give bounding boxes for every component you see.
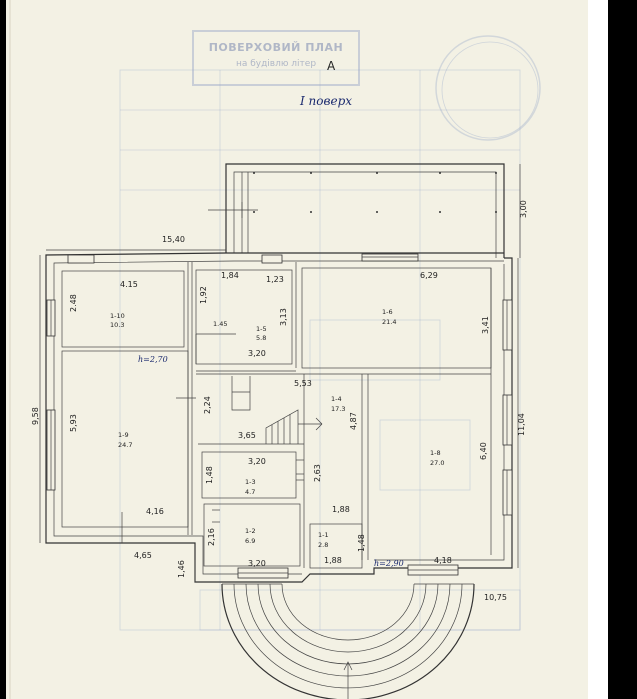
stamp-title: ПОВЕРХОВИЙ ПЛАН	[208, 41, 344, 54]
dim-4-18: 4,18	[434, 556, 452, 565]
paper-margin	[588, 0, 608, 699]
dim-5-53: 5,53	[294, 379, 312, 388]
dimension-lines	[39, 164, 521, 582]
room-1-4: 1-4 17.3	[331, 395, 345, 413]
floor-title: I поверх	[300, 94, 353, 108]
dim-3-65: 3,65	[238, 431, 256, 440]
interior-walls	[61, 262, 492, 569]
svg-text:17.3: 17.3	[331, 405, 345, 413]
dim-4-65: 4,65	[134, 551, 152, 560]
dim-bottom-right: 10,75	[484, 593, 507, 602]
dim-3-20-mid: 3,20	[248, 457, 266, 466]
room-1-2: 1-2 6.9	[245, 527, 256, 545]
semicircular-porch	[221, 583, 475, 699]
dim-terrace-depth: 3,00	[519, 200, 528, 218]
svg-text:2.8: 2.8	[318, 541, 328, 549]
outer-walls	[45, 252, 513, 583]
svg-text:6.9: 6.9	[245, 537, 255, 545]
dim-1-88-bottom: 1,88	[324, 556, 342, 565]
svg-text:5.8: 5.8	[256, 334, 266, 342]
dim-overall-width: 15,40	[162, 235, 185, 244]
dim-3-41: 3,41	[481, 316, 490, 334]
dim-4-15: 4.15	[120, 280, 138, 289]
room-1-5: 1-5 5.8	[256, 325, 267, 342]
dim-2-48: 2.48	[69, 294, 78, 312]
svg-text:27.0: 27.0	[430, 459, 444, 467]
svg-text:1-5: 1-5	[256, 325, 267, 333]
svg-text:1-10: 1-10	[110, 312, 125, 320]
dim-3-13: 3,13	[279, 308, 288, 326]
room-1-8: 1-8 27.0	[430, 449, 444, 467]
room-1-6: 1-6 21.4	[382, 308, 396, 326]
ceiling-height-left: h=2,70	[138, 355, 168, 364]
dim-2-63: 2,63	[313, 464, 322, 482]
dim-1-23: 1,23	[266, 275, 284, 284]
dim-left-height: 9,58	[31, 407, 40, 425]
dim-6-40: 6,40	[479, 442, 488, 460]
dim-3-20-top: 3,20	[248, 349, 266, 358]
stamp-subtitle: на будівлю літер	[235, 59, 317, 69]
svg-text:1-1: 1-1	[318, 531, 329, 539]
ceiling-height-right: h=2,90	[374, 559, 404, 568]
svg-text:1-4: 1-4	[331, 395, 342, 403]
dim-1-84: 1,84	[221, 271, 239, 280]
dim-right-height: 11,04	[517, 413, 526, 436]
faint-seal	[435, 35, 541, 141]
dim-6-29: 6,29	[420, 271, 438, 280]
dim-4-16: 4,16	[146, 507, 164, 516]
room-1-1: 1-1 2.8	[318, 531, 329, 549]
show-through-grid	[119, 41, 539, 631]
room-1-9: 1-9 24.7	[118, 431, 132, 449]
room-1-3: 1-3 4.7	[245, 478, 256, 496]
dim-2-24: 2,24	[203, 396, 212, 414]
dim-1-48-right: 1,48	[357, 534, 366, 552]
svg-text:1-3: 1-3	[245, 478, 256, 486]
dim-1-88-top: 1,88	[332, 505, 350, 514]
floor-plan-stamp: ПОВЕРХОВИЙ ПЛАН на будівлю літер	[192, 30, 360, 86]
dim-1-92: 1,92	[199, 286, 208, 304]
terrace	[208, 163, 505, 258]
svg-text:1-8: 1-8	[430, 449, 441, 457]
svg-text:1-6: 1-6	[382, 308, 393, 316]
building-letter: А	[327, 59, 336, 73]
dim-1-46: 1,46	[177, 560, 186, 578]
svg-text:10.3: 10.3	[110, 321, 124, 329]
dim-1-45: 1.45	[213, 320, 227, 328]
svg-text:24.7: 24.7	[118, 441, 132, 449]
dim-5-93: 5,93	[69, 414, 78, 432]
svg-text:4.7: 4.7	[245, 488, 255, 496]
dim-2-16: 2,16	[207, 528, 216, 546]
room-1-10: 1-10 10.3	[110, 312, 125, 329]
svg-text:1-9: 1-9	[118, 431, 129, 439]
dim-3-20-bottom: 3,20	[248, 559, 266, 568]
dim-1-48-left: 1,48	[205, 466, 214, 484]
svg-text:21.4: 21.4	[382, 318, 396, 326]
svg-text:1-2: 1-2	[245, 527, 256, 535]
dim-4-87: 4,87	[349, 412, 358, 430]
